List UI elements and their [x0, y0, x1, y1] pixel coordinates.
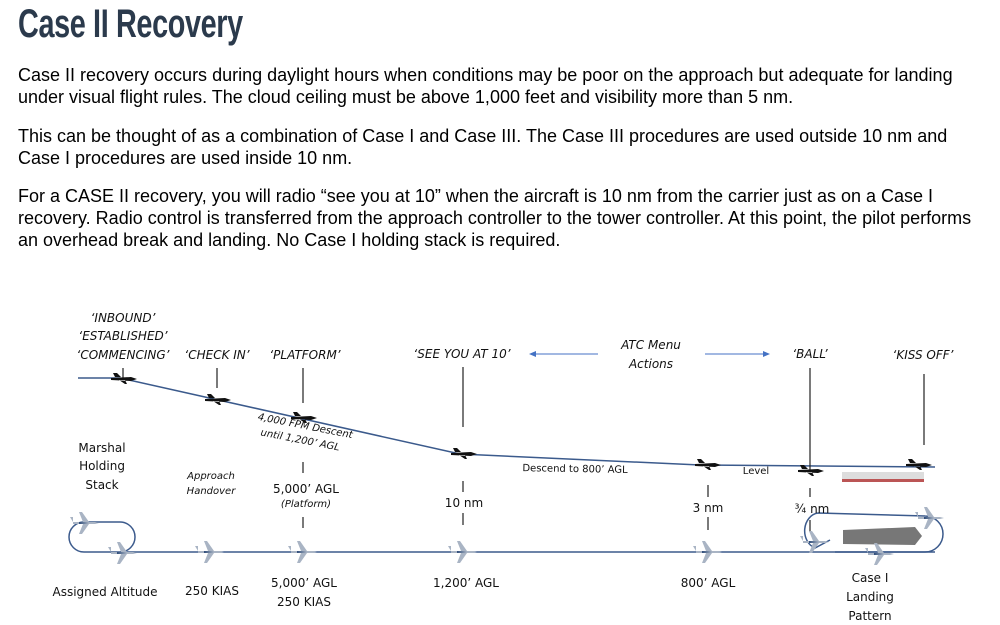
level-label: Level	[742, 466, 770, 477]
landing-label: Landing	[846, 590, 894, 604]
call-inbound: ‘INBOUND’	[90, 311, 156, 325]
atc-menu-label: ATC Menu	[621, 338, 681, 352]
agl-800: 800’ AGL	[680, 576, 736, 590]
holding-pattern	[68, 521, 136, 553]
atc-actions-label: Actions	[628, 357, 674, 371]
carrier-top-icon	[843, 527, 922, 545]
call-established: ‘ESTABLISHED’	[78, 329, 168, 343]
three-nm-label: 3 nm	[692, 501, 724, 515]
holding-label: Holding	[79, 459, 125, 473]
call-kiss-off: ‘KISS OFF’	[892, 348, 954, 362]
call-platform: ‘PLATFORM’	[269, 348, 341, 362]
jet-icons	[70, 373, 944, 565]
platform-paren: (Platform)	[280, 499, 332, 510]
pattern-label: Pattern	[848, 609, 892, 623]
agl-1200: 1,200’ AGL	[433, 576, 499, 590]
call-check-in: ‘CHECK IN’	[184, 348, 250, 362]
call-see-you-at-10: ‘SEE YOU AT 10’	[413, 347, 511, 361]
handover-label: Handover	[186, 486, 236, 497]
page-title: Case II Recovery	[18, 2, 243, 46]
approach-path	[78, 377, 936, 468]
marshal-label: Marshal	[78, 441, 126, 455]
kias-250: 250 KIAS	[185, 584, 239, 598]
carrier-side-icon	[842, 472, 924, 482]
call-ball: ‘BALL’	[792, 347, 828, 361]
assigned-altitude: Assigned Altitude	[52, 585, 158, 599]
call-commencing: ‘COMMENCING’	[76, 348, 170, 362]
paragraph-3: For a CASE II recovery, you will radio “…	[18, 186, 972, 250]
case1-label: Case I	[851, 571, 889, 585]
platform-altitude: 5,000’ AGL	[273, 482, 339, 496]
three-quarter-nm-label: ¾ nm	[794, 502, 830, 516]
approach-label: Approach	[187, 471, 235, 482]
agl-5000: 5,000’ AGL	[271, 576, 337, 590]
stack-label: Stack	[85, 478, 119, 492]
kias-250-b: 250 KIAS	[277, 595, 331, 609]
ten-nm-label: 10 nm	[444, 496, 484, 510]
paragraph-1: Case II recovery occurs during daylight …	[18, 65, 953, 107]
descend-800-label: Descend to 800’ AGL	[522, 463, 628, 476]
paragraph-2: This can be thought of as a combination …	[18, 126, 948, 168]
